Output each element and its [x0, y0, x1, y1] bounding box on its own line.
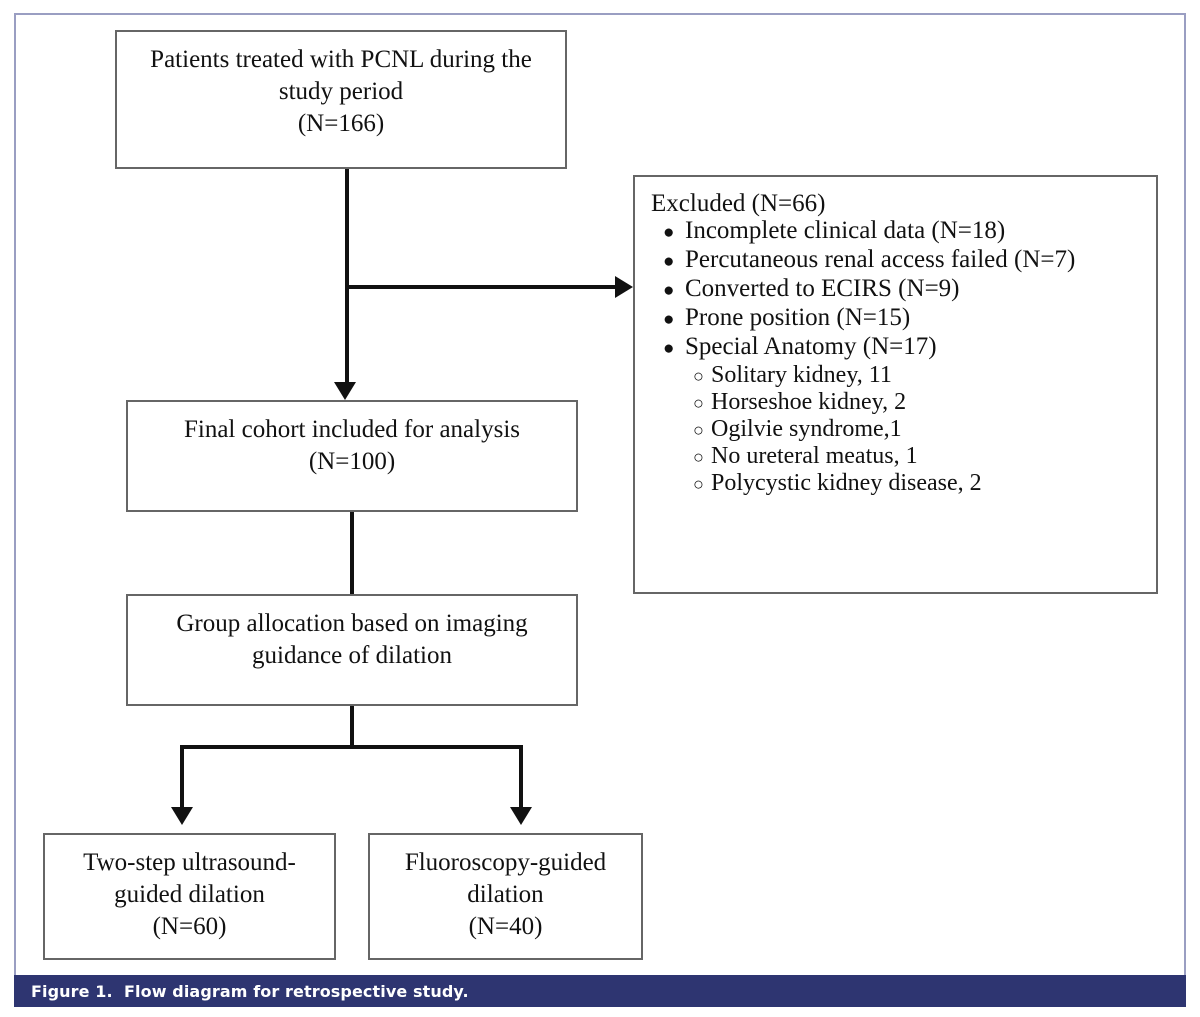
connector-to-ultrasound-arm [180, 745, 184, 807]
bullet-icon: ● [663, 280, 675, 301]
excluded-reason-label: Converted to ECIRS (N=9) [685, 275, 960, 302]
list-item: ● Percutaneous renal access failed (N=7) [649, 247, 1146, 272]
figure-caption-bar: Figure 1. Flow diagram for retrospective… [14, 975, 1186, 1007]
circle-bullet-icon: ○ [693, 474, 704, 494]
node-fluoroscopy-arm: Fluoroscopy-guided dilation (N=40) [368, 833, 643, 960]
list-item: ○ No ureteral meatus, 1 [649, 444, 1146, 468]
excluded-reason-list: ● Incomplete clinical data (N=18) ● Perc… [649, 218, 1146, 495]
circle-bullet-icon: ○ [693, 393, 704, 413]
node-ultrasound-arm-line2: guided dilation [114, 881, 265, 908]
connector-allocation-stem [350, 706, 354, 749]
bullet-icon: ● [663, 222, 675, 243]
node-group-allocation: Group allocation based on imaging guidan… [126, 594, 578, 706]
node-final-cohort-line1: Final cohort included for analysis [183, 416, 521, 443]
excluded-subreason-list: ○ Solitary kidney, 11 ○ Horseshoe kidney… [649, 363, 1146, 495]
bullet-icon: ● [663, 251, 675, 272]
figure-caption-text: Figure 1. Flow diagram for retrospective… [31, 981, 469, 1001]
excluded-subreason-label: Solitary kidney, 11 [711, 362, 892, 388]
bullet-icon: ● [663, 338, 675, 359]
node-excluded-panel: Excluded (N=66) ● Incomplete clinical da… [633, 175, 1158, 594]
node-cohort-start-line2: study period [278, 78, 404, 105]
list-item: ○ Polycystic kidney disease, 2 [649, 471, 1146, 495]
node-ultrasound-arm-count: (N=60) [152, 913, 227, 940]
excluded-subreason-label: Polycystic kidney disease, 2 [711, 470, 982, 496]
list-item: ● Converted to ECIRS (N=9) [649, 276, 1146, 301]
excluded-reason-label: Incomplete clinical data (N=18) [685, 217, 1006, 244]
excluded-reason-label: Prone position (N=15) [685, 304, 911, 331]
bullet-icon: ● [663, 309, 675, 330]
excluded-reason-label: Special Anatomy (N=17) [685, 333, 937, 360]
arrowhead-to-final-cohort [334, 382, 356, 400]
connector-to-fluoroscopy-arm [519, 745, 523, 807]
list-item: ○ Ogilvie syndrome,1 [649, 417, 1146, 441]
node-final-cohort-count: (N=100) [308, 448, 396, 475]
node-group-allocation-line1: Group allocation based on imaging [176, 610, 528, 637]
list-item: ○ Horseshoe kidney, 2 [649, 390, 1146, 414]
excluded-subreason-group: ○ Solitary kidney, 11 ○ Horseshoe kidney… [649, 363, 1146, 495]
excluded-title: Excluded (N=66) [651, 190, 826, 217]
node-fluoroscopy-arm-line1: Fluoroscopy-guided [404, 849, 607, 876]
connector-start-to-excluded [345, 285, 617, 289]
node-group-allocation-line2: guidance of dilation [252, 642, 452, 669]
list-item: ● Prone position (N=15) [649, 305, 1146, 330]
excluded-subreason-label: No ureteral meatus, 1 [711, 443, 918, 469]
connector-final-to-allocation [350, 512, 354, 594]
connector-allocation-split [180, 745, 523, 749]
node-ultrasound-arm-line1: Two-step ultrasound- [83, 849, 296, 876]
circle-bullet-icon: ○ [693, 420, 704, 440]
arrowhead-to-excluded [615, 276, 633, 298]
excluded-reason-label: Percutaneous renal access failed (N=7) [685, 246, 1076, 273]
arrowhead-to-ultrasound-arm [171, 807, 193, 825]
node-final-cohort: Final cohort included for analysis (N=10… [126, 400, 578, 512]
excluded-subreason-label: Horseshoe kidney, 2 [711, 389, 907, 415]
list-item: ○ Solitary kidney, 11 [649, 363, 1146, 387]
node-cohort-start-count: (N=166) [297, 110, 385, 137]
list-item: ● Incomplete clinical data (N=18) [649, 218, 1146, 243]
node-cohort-start: Patients treated with PCNL during the st… [115, 30, 567, 169]
node-fluoroscopy-arm-line2: dilation [467, 881, 544, 908]
node-ultrasound-arm: Two-step ultrasound- guided dilation (N=… [43, 833, 336, 960]
circle-bullet-icon: ○ [693, 366, 704, 386]
connector-start-to-final [345, 169, 349, 382]
list-item: ● Special Anatomy (N=17) [649, 334, 1146, 359]
arrowhead-to-fluoroscopy-arm [510, 807, 532, 825]
node-fluoroscopy-arm-count: (N=40) [468, 913, 543, 940]
excluded-subreason-label: Ogilvie syndrome,1 [711, 416, 902, 442]
circle-bullet-icon: ○ [693, 447, 704, 467]
node-cohort-start-line1: Patients treated with PCNL during the [150, 46, 532, 73]
